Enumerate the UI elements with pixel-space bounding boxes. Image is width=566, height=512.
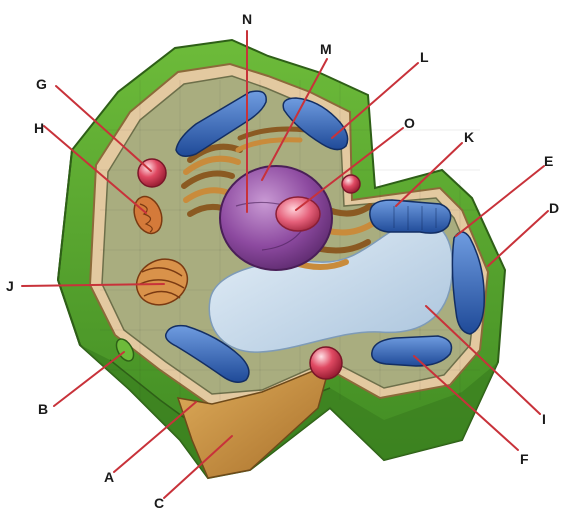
label-o: O — [404, 115, 415, 131]
label-e: E — [544, 153, 553, 169]
leader-line-d — [488, 211, 548, 266]
leader-line-b — [54, 352, 124, 406]
label-g: G — [36, 76, 47, 92]
label-k: K — [464, 129, 474, 145]
label-d: D — [549, 200, 559, 216]
label-m: M — [320, 41, 332, 57]
chloroplast-k — [370, 200, 451, 233]
label-j: J — [6, 278, 14, 294]
vesicle-bottom — [310, 347, 342, 379]
label-n: N — [242, 11, 252, 27]
label-a: A — [104, 469, 114, 485]
label-h: H — [34, 120, 44, 136]
chloroplast-f — [372, 336, 452, 366]
label-c: C — [154, 495, 164, 511]
label-f: F — [520, 451, 529, 467]
label-i: I — [542, 411, 546, 427]
vesicle-o — [342, 175, 360, 193]
nucleolus — [276, 197, 320, 231]
label-b: B — [38, 401, 48, 417]
label-l: L — [420, 49, 429, 65]
